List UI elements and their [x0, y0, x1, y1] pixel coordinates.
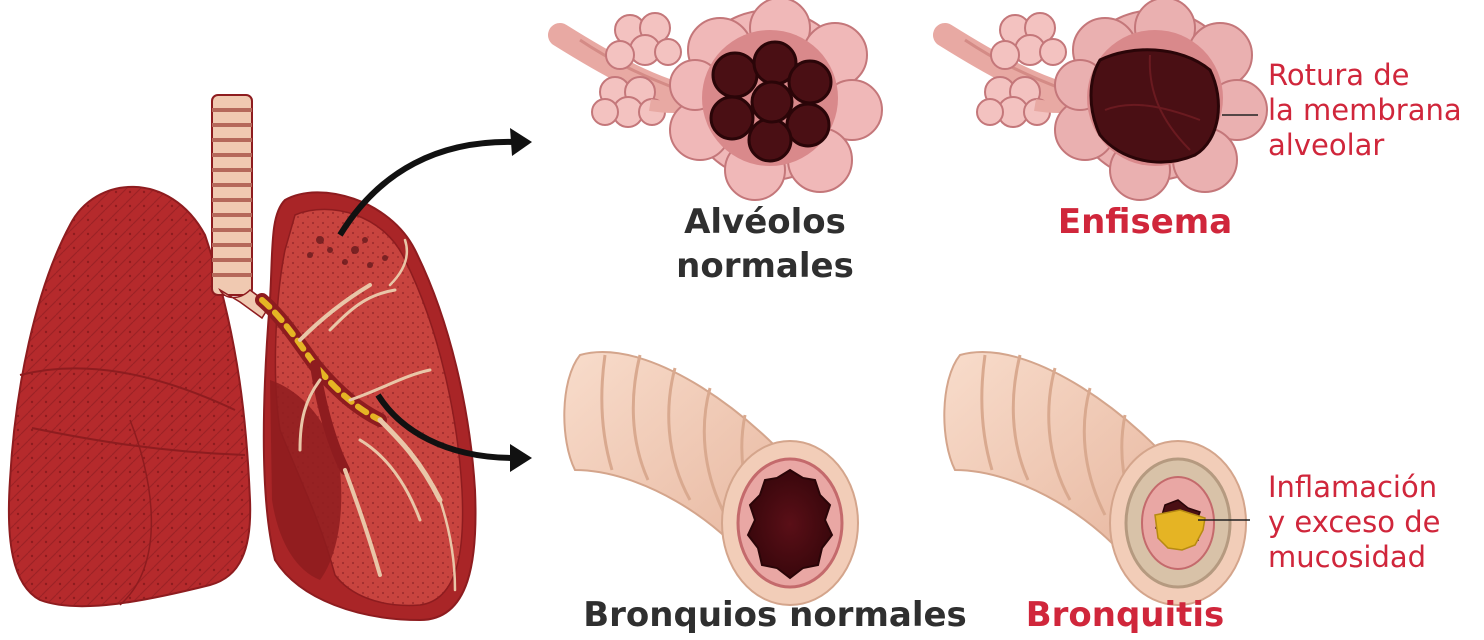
lungs-illustration [9, 95, 476, 620]
emphysema-annotation-line1: Rotura de [1268, 58, 1462, 93]
normal-alveoli-label-line1: Alvéolos [640, 200, 890, 244]
emphysema-annotation-line2: la membrana [1268, 93, 1462, 128]
bronchitis-annotation-line3: mucosidad [1268, 540, 1440, 575]
normal-alveoli-illustration [560, 0, 882, 200]
normal-bronchi-label: Bronquios normales [580, 593, 970, 637]
bronchitis-annotation: Inflamación y exceso de mucosidad [1268, 470, 1440, 575]
emphysema-illustration [945, 0, 1267, 200]
bronchitis-label: Bronquitis [1010, 593, 1240, 637]
normal-bronchus-illustration [564, 352, 858, 605]
emphysema-annotation-line3: alveolar [1268, 128, 1462, 163]
normal-alveoli-label: Alvéolos normales [640, 200, 890, 288]
bronchitis-annotation-line2: y exceso de [1268, 505, 1440, 540]
emphysema-annotation: Rotura de la membrana alveolar [1268, 58, 1462, 163]
emphysema-label: Enfisema [1020, 200, 1270, 244]
normal-alveoli-label-line2: normales [640, 244, 890, 288]
bronchitis-annotation-line1: Inflamación [1268, 470, 1440, 505]
trachea [212, 95, 270, 318]
bronchitis-illustration [944, 352, 1250, 605]
